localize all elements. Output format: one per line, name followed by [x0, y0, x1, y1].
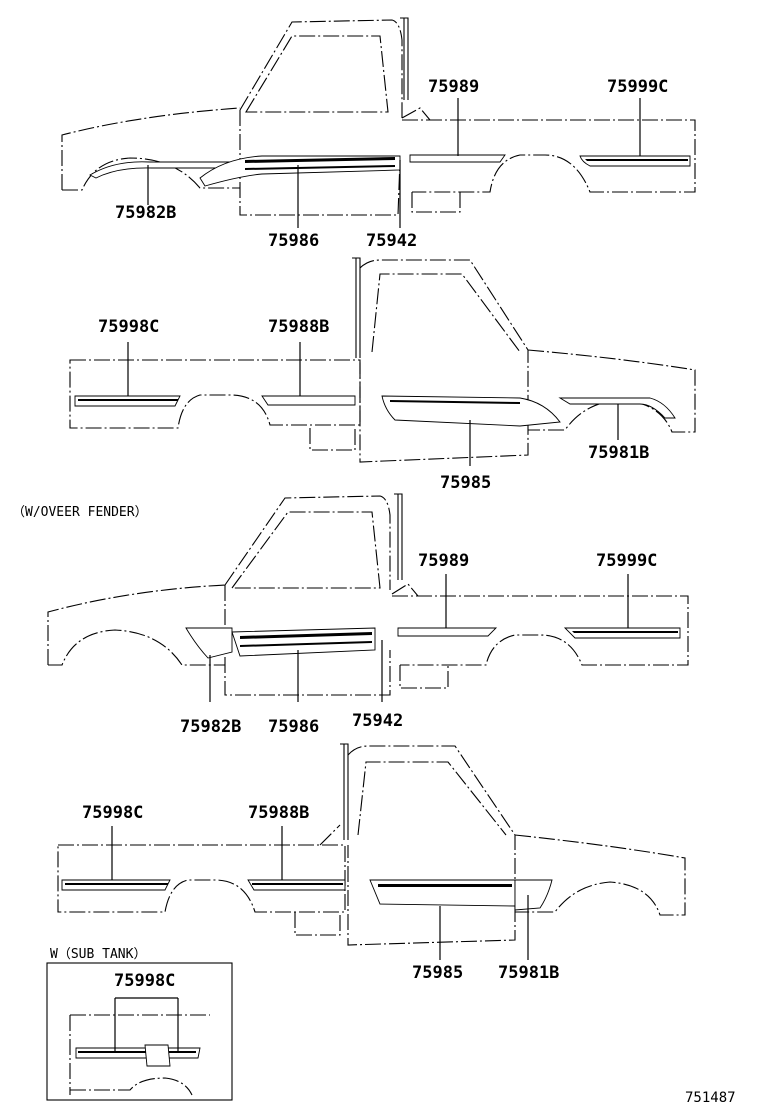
- reference-number: 751487: [685, 1090, 736, 1106]
- view-1-label-75989: 75989: [428, 77, 479, 97]
- view-2-label-75988b: 75988B: [268, 317, 329, 337]
- view-3-label-75999c: 75999C: [596, 551, 657, 571]
- view-1-truck: 75989 75999C 75982B 75986 75942: [61, 17, 696, 251]
- view-1-label-75942: 75942: [366, 231, 417, 251]
- view-2-label-75985: 75985: [440, 473, 491, 493]
- inset-frame: [46, 962, 233, 1101]
- view-2-label-75981b: 75981B: [588, 443, 649, 463]
- view-3-label-75986: 75986: [268, 717, 319, 737]
- view-3-label-75989: 75989: [418, 551, 469, 571]
- view-4-truck: 75998C 75988B 75985 75981B: [57, 743, 686, 983]
- view-1-label-75986: 75986: [268, 231, 319, 251]
- view-3-note: （W/OVEER FENDER）: [12, 505, 148, 520]
- view-1-label-75999c: 75999C: [607, 77, 668, 97]
- view-4-label-75981b: 75981B: [498, 963, 559, 983]
- view-5-label-75998c: 75998C: [114, 971, 175, 991]
- view-4-label-75998c: 75998C: [82, 803, 143, 823]
- view-3-label-75942: 75942: [352, 711, 403, 731]
- view-1-label-75982b: 75982B: [115, 203, 176, 223]
- view-3-truck: （W/OVEER FENDER） 75989 75999C 75982B 75: [12, 493, 689, 737]
- view-2-truck: 75998C 75988B 75985 75981B: [69, 257, 696, 493]
- view-4-label-75985: 75985: [412, 963, 463, 983]
- view-5-note: W（SUB TANK）: [50, 947, 146, 962]
- view-3-label-75982b: 75982B: [180, 717, 241, 737]
- view-2-label-75998c: 75998C: [98, 317, 159, 337]
- view-5-inset: W（SUB TANK） 75998C: [46, 947, 233, 1101]
- view-4-label-75988b: 75988B: [248, 803, 309, 823]
